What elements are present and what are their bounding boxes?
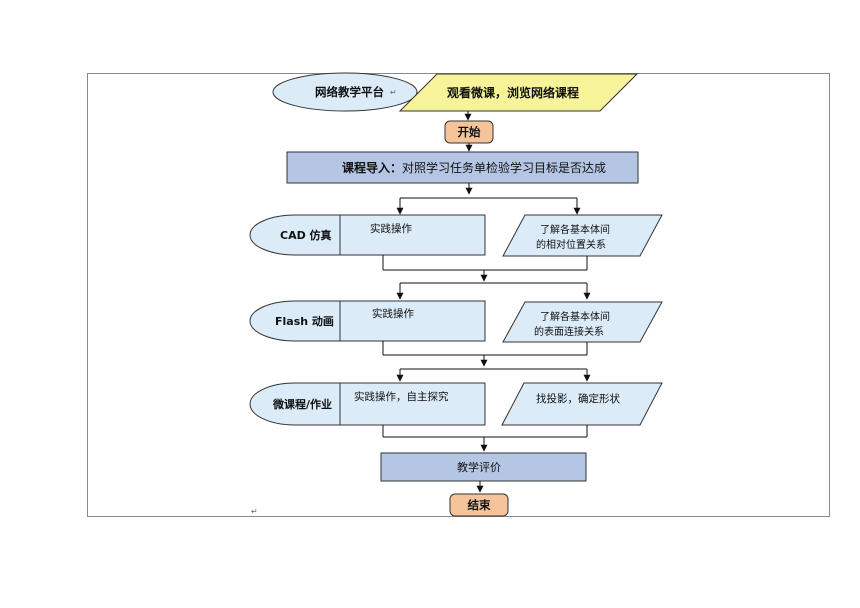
row2-practice-box [339,300,486,342]
row2-goal-parallelogram [502,301,663,343]
platform-ellipse [272,72,418,112]
row1-goal-line2: 的相对位置关系 [536,238,606,251]
intro-box [286,151,639,184]
row2-practice-label: 实践操作 [372,307,414,320]
row3-practice-box [339,382,486,426]
row1-side-shape [249,214,341,256]
start-label: 开始 [458,125,481,139]
paragraph-mark: ↵ [251,507,258,516]
row1-practice-box [339,214,486,256]
row2-side-shape [249,300,341,342]
intro-rest: 对照学习任务单检验学习目标是否达成 [402,160,606,175]
intro-bold: 课程导入： [342,160,402,175]
row3-goal-parallelogram [501,382,663,426]
row3-side-shape [249,382,341,426]
row1-side-label: CAD 仿真 [280,228,332,242]
paragraph-mark: ↵ [390,88,397,97]
row2-goal-line2: 的表面连接关系 [534,325,604,338]
row1-goal-parallelogram [502,214,663,257]
end-label: 结束 [467,498,491,512]
row3-practice-label: 实践操作，自主探究 [354,390,449,403]
row3-goal-line1: 找投影，确定形状 [536,392,620,405]
row1-practice-label: 实践操作 [370,222,412,235]
intro-text: 课程导入：对照学习任务单检验学习目标是否达成 [342,160,606,175]
evaluation-box [380,452,587,482]
row2-side-label: Flash 动画 [275,314,334,328]
evaluation-label: 教学评价 [457,460,501,474]
row1-goal-line1: 了解各基本体间 [540,223,610,236]
row3-side-label: 微课程/作业 [272,397,332,411]
watch-label: 观看微课，浏览网络课程 [447,85,579,100]
end-box [449,493,509,517]
watch-parallelogram [398,73,639,112]
row2-goal-line1: 了解各基本体间 [540,310,610,323]
platform-label: 网络教学平台 [315,85,384,99]
